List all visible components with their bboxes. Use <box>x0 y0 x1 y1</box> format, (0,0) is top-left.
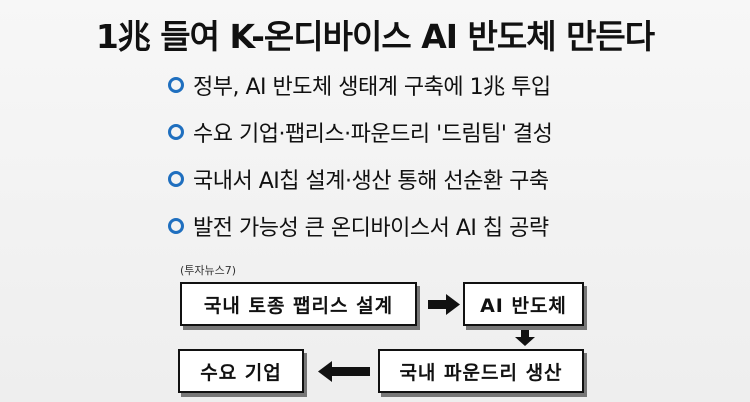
ring-bullet-icon <box>168 124 184 140</box>
arrow-right-icon <box>428 294 460 315</box>
flow-box-foundry-production: 국내 파운드리 생산 <box>378 349 584 393</box>
bullet-item: 국내서 AI칩 설계·생산 통해 선순환 구축 <box>168 164 552 194</box>
bullet-text: 국내서 AI칩 설계·생산 통해 선순환 구축 <box>193 169 549 194</box>
ring-bullet-icon <box>168 171 184 187</box>
ring-bullet-icon <box>168 77 184 93</box>
arrow-down-icon <box>515 330 535 346</box>
ring-bullet-icon <box>168 218 184 234</box>
bullet-item: 수요 기업·팹리스·파운드리 '드림팀' 결성 <box>168 117 553 147</box>
arrow-left-icon <box>318 361 370 382</box>
flow-box-fabless-design: 국내 토종 팹리스 설계 <box>180 282 417 326</box>
bullet-text: 정부, AI 반도체 생태계 구축에 1兆 투입 <box>193 75 551 100</box>
flow-box-ai-semiconductor: AI 반도체 <box>463 282 584 326</box>
bullet-text: 수요 기업·팹리스·파운드리 '드림팀' 결성 <box>193 122 553 147</box>
source-label: (투자뉴스7) <box>180 264 237 277</box>
flow-box-demand-companies: 수요 기업 <box>178 349 304 393</box>
bullet-item: 정부, AI 반도체 생태계 구축에 1兆 투입 <box>168 70 552 100</box>
bullet-list: 정부, AI 반도체 생태계 구축에 1兆 투입 수요 기업·팹리스·파운드리 … <box>168 70 553 258</box>
bullet-text: 발전 가능성 큰 온디바이스서 AI 칩 공략 <box>193 216 549 241</box>
headline: 1兆 들여 K-온디바이스 AI 반도체 만든다 <box>95 17 655 56</box>
bullet-item: 발전 가능성 큰 온디바이스서 AI 칩 공략 <box>168 211 552 241</box>
